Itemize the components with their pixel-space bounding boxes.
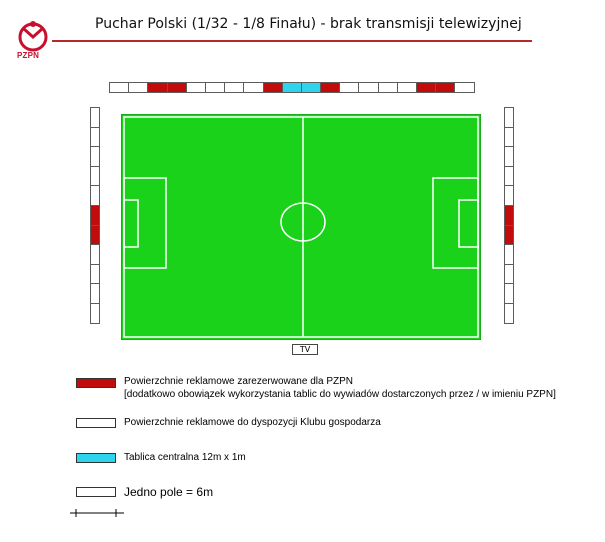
- legend-reserved-swatch: [76, 378, 116, 388]
- top-strip-cell-white: [339, 82, 360, 93]
- right-advertising-strip: [504, 107, 514, 324]
- top-strip-cell-white: [185, 82, 206, 93]
- top-strip-cell-red: [435, 82, 456, 93]
- left-strip-cell-white: [90, 244, 100, 265]
- legend-field-label: Jedno pole = 6m: [124, 485, 214, 499]
- top-strip-cell-red: [147, 82, 168, 93]
- right-strip-cell-white: [504, 126, 514, 148]
- left-advertising-strip: [90, 107, 100, 324]
- right-strip-cell-white: [504, 263, 514, 285]
- left-strip-cell-white: [90, 126, 100, 148]
- right-strip-cell-white: [504, 165, 514, 187]
- top-strip-cell-red: [320, 82, 341, 93]
- right-strip-cell-white: [504, 244, 514, 265]
- top-strip-cell-white: [204, 82, 226, 93]
- right-strip-cell-white: [504, 302, 514, 324]
- top-strip-cell-blue: [300, 82, 322, 93]
- legend-reserved-label: Powierzchnie reklamowe zarezerwowane dla…: [124, 376, 353, 387]
- top-strip-cell-white: [128, 82, 149, 93]
- left-strip-cell-red: [90, 224, 100, 246]
- right-goal-area: [458, 199, 479, 248]
- right-strip-cell-white: [504, 283, 514, 304]
- top-strip-cell-white: [243, 82, 264, 93]
- left-strip-cell-red: [90, 204, 100, 226]
- football-pitch: [121, 114, 481, 340]
- top-advertising-strip: [109, 82, 475, 93]
- top-strip-cell-white: [224, 82, 245, 93]
- legend-field-swatch: [76, 487, 116, 497]
- legend-reserved-note: [dodatkowo obowiązek wykorzystania tabli…: [124, 389, 556, 400]
- left-strip-cell-white: [90, 283, 100, 304]
- top-strip-cell-white: [109, 82, 130, 93]
- pitch-surface: [121, 114, 481, 340]
- top-strip-cell-red: [166, 82, 187, 93]
- legend-central-label: Tablica centralna 12m x 1m: [124, 452, 246, 463]
- left-strip-cell-white: [90, 302, 100, 324]
- left-strip-cell-white: [90, 263, 100, 285]
- top-strip-cell-white: [396, 82, 417, 93]
- top-strip-cell-white: [377, 82, 398, 93]
- right-strip-cell-white: [504, 185, 514, 206]
- pzpn-logo-icon: [18, 21, 48, 52]
- left-strip-cell-white: [90, 107, 100, 128]
- page-title: Puchar Polski (1/32 - 1/8 Finału) - brak…: [95, 16, 522, 32]
- left-strip-cell-white: [90, 185, 100, 206]
- top-strip-cell-blue: [281, 82, 302, 93]
- right-strip-cell-red: [504, 224, 514, 246]
- top-strip-cell-white: [454, 82, 475, 93]
- left-goal-area: [123, 199, 139, 248]
- left-strip-cell-white: [90, 165, 100, 187]
- tv-camera-label: TV: [292, 344, 318, 355]
- top-strip-cell-white: [358, 82, 379, 93]
- logo-text: PZPN: [17, 51, 40, 60]
- centre-circle: [280, 202, 326, 242]
- top-strip-cell-red: [262, 82, 283, 93]
- legend-club-label: Powierzchnie reklamowe do dyspozycji Klu…: [124, 417, 381, 428]
- legend-central-swatch: [76, 453, 116, 463]
- legend-club-swatch: [76, 418, 116, 428]
- right-strip-cell-white: [504, 146, 514, 167]
- left-strip-cell-white: [90, 146, 100, 167]
- header-divider: [52, 40, 532, 42]
- right-strip-cell-red: [504, 204, 514, 226]
- right-strip-cell-white: [504, 107, 514, 128]
- scale-bar-icon: [70, 509, 124, 517]
- top-strip-cell-red: [416, 82, 437, 93]
